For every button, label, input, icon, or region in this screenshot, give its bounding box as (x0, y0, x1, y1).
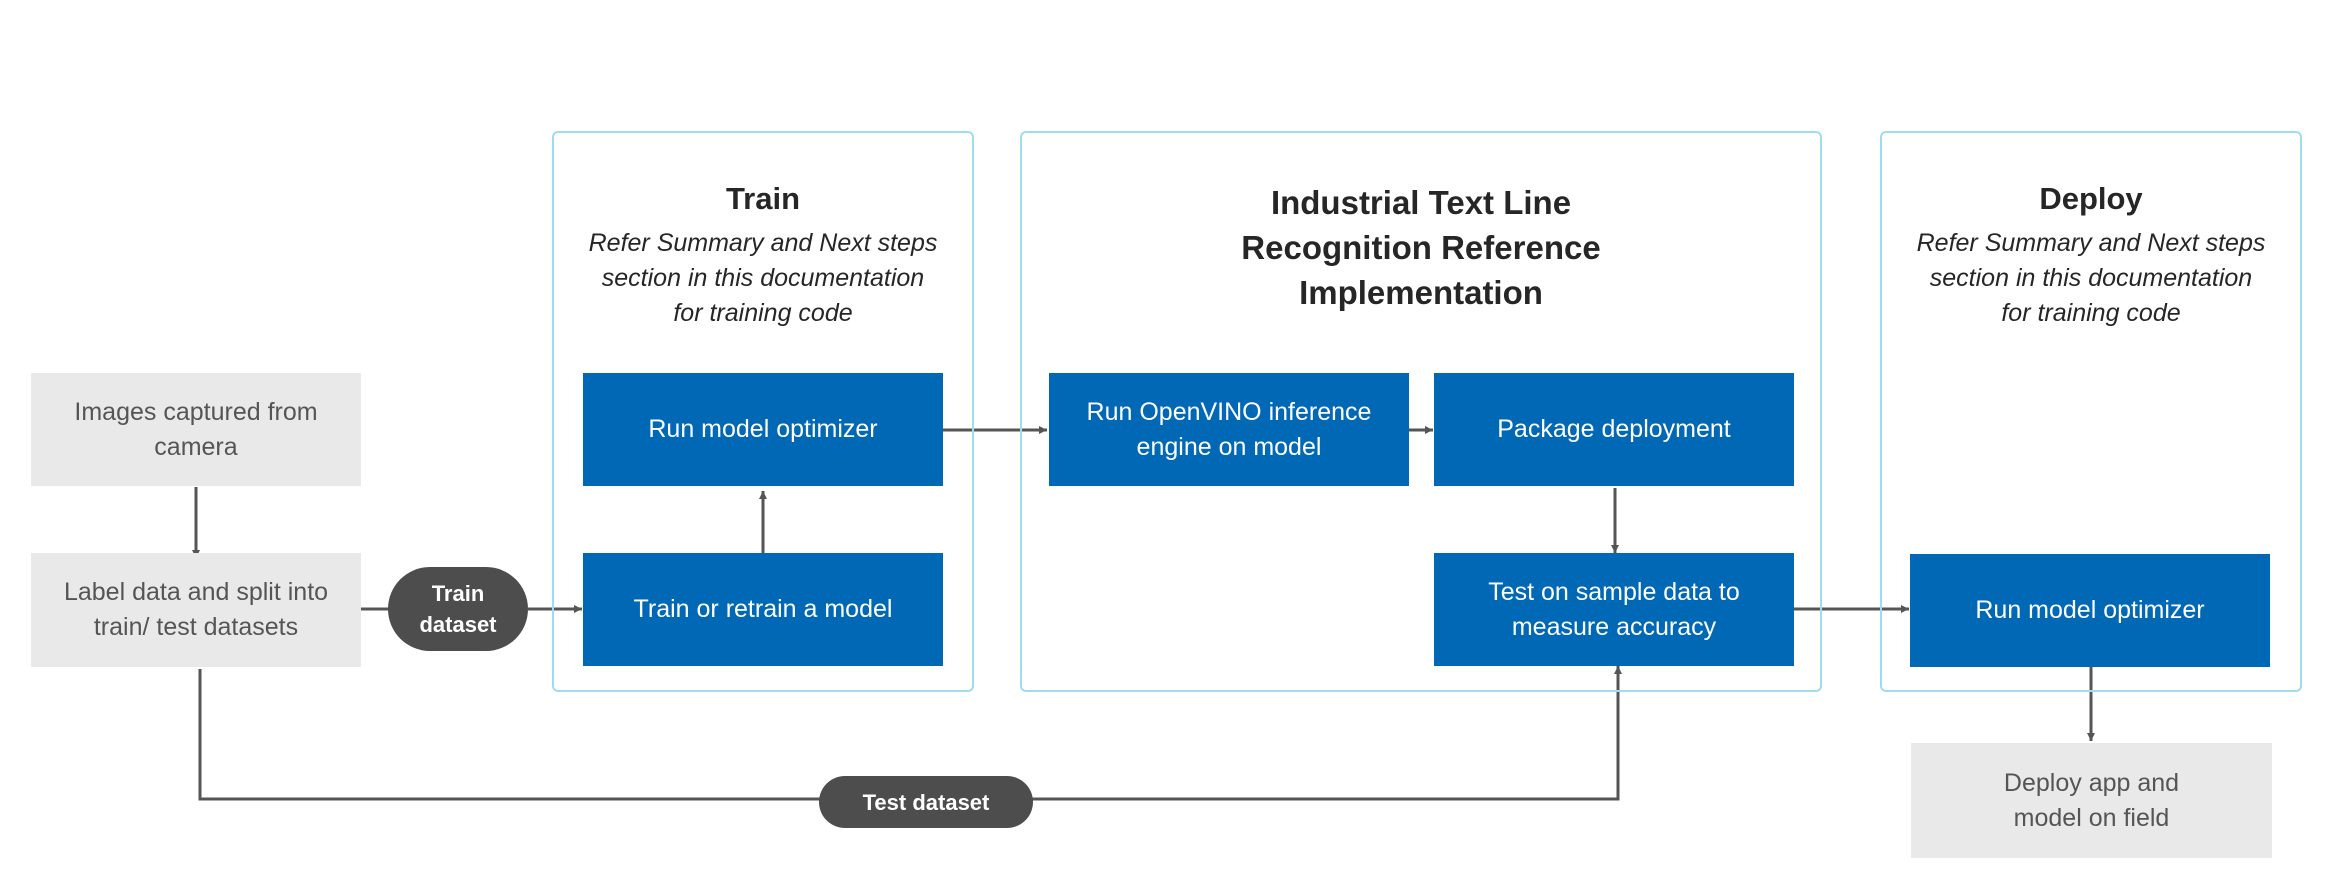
test-dataset-pill: Test dataset (819, 776, 1033, 828)
run-openvino-box: Run OpenVINO inference engine on model (1049, 373, 1409, 486)
industrial-panel (1020, 131, 1822, 692)
train-dataset-pill: Train dataset (388, 567, 528, 651)
images-captured-box: Images captured from camera (31, 373, 361, 486)
deploy-app-box: Deploy app and model on field (1911, 743, 2272, 858)
deploy-panel (1880, 131, 2302, 692)
deploy-panel-note: Refer Summary and Next steps section in … (1916, 229, 2266, 327)
run-model-optimizer-train-box: Run model optimizer (583, 373, 943, 486)
train-panel-note: Refer Summary and Next steps section in … (588, 229, 938, 327)
label-data-box: Label data and split into train/ test da… (31, 553, 361, 667)
industrial-panel-title: Industrial Text Line Recognition Referen… (1241, 184, 1601, 311)
train-panel (552, 131, 974, 692)
run-model-optimizer-deploy-box: Run model optimizer (1910, 554, 2270, 667)
train-retrain-model-box: Train or retrain a model (583, 553, 943, 666)
deploy-panel-title: Deploy (2039, 181, 2143, 216)
package-deployment-box: Package deployment (1434, 373, 1794, 486)
test-sample-data-box: Test on sample data to measure accuracy (1434, 553, 1794, 666)
train-panel-title: Train (725, 181, 801, 216)
